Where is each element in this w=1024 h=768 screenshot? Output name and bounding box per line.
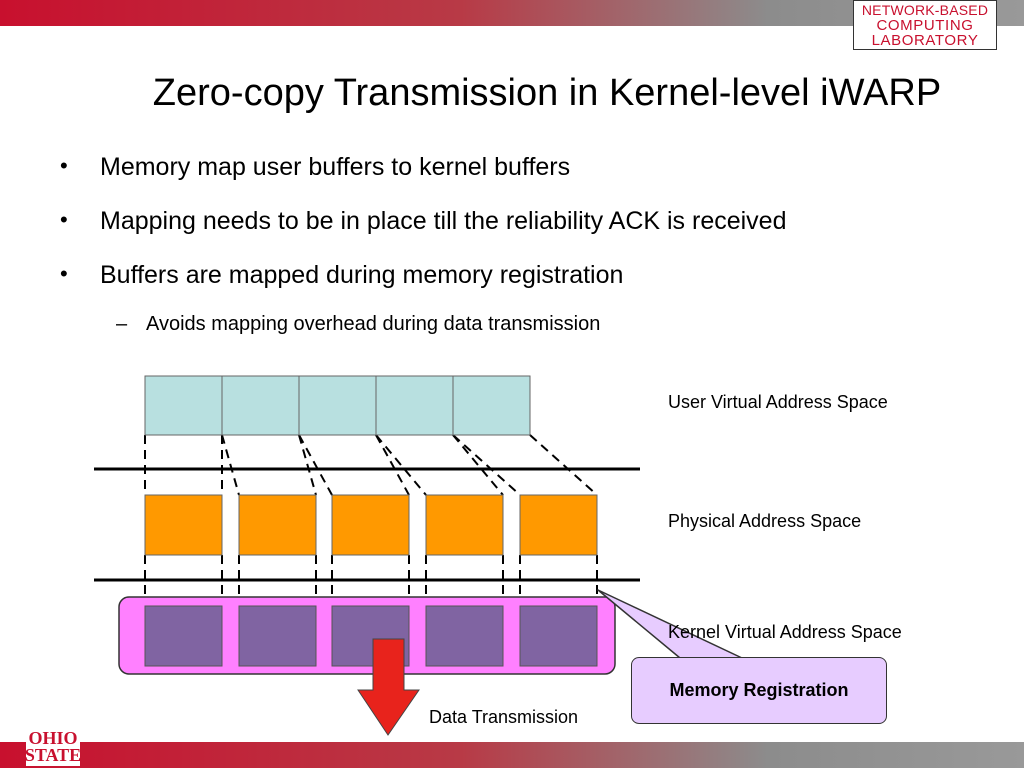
mapping-line bbox=[221, 434, 240, 496]
user-buffer bbox=[452, 375, 531, 436]
mapping-line bbox=[452, 434, 504, 496]
physical-buffer bbox=[425, 494, 504, 556]
bullet-text: Memory map user buffers to kernel buffer… bbox=[100, 153, 571, 181]
bottom-color-bar bbox=[0, 742, 1024, 768]
sub-bullet-text: Avoids mapping overhead during data tran… bbox=[146, 313, 601, 335]
mapping-line bbox=[375, 434, 410, 496]
mapping-line bbox=[452, 434, 521, 496]
user-buffer bbox=[221, 375, 300, 436]
user-buffers bbox=[144, 375, 531, 436]
physical-buffers bbox=[144, 494, 598, 556]
lab-logo-line-2: COMPUTING bbox=[876, 16, 974, 34]
data-transmission-arrow bbox=[357, 638, 420, 736]
physical-space-label: Physical Address Space bbox=[668, 511, 862, 531]
slide-title: Zero-copy Transmission in Kernel-level i… bbox=[152, 72, 942, 114]
bullet-marker: • bbox=[60, 207, 68, 232]
user-to-physical-mappings bbox=[144, 434, 598, 496]
bullet-text: Mapping needs to be in place till the re… bbox=[100, 207, 787, 235]
physical-to-kernel-mappings bbox=[144, 555, 598, 606]
physical-buffer bbox=[238, 494, 317, 556]
bullet-marker: • bbox=[60, 261, 68, 286]
user-space-label: User Virtual Address Space bbox=[668, 392, 888, 412]
university-logo-line-1: OHIO bbox=[28, 728, 78, 748]
kernel-buffers bbox=[144, 605, 598, 667]
user-buffer bbox=[375, 375, 454, 436]
lab-logo-line-1: NETWORK-BASED bbox=[861, 1, 989, 18]
mapping-line bbox=[298, 434, 317, 496]
physical-buffer bbox=[519, 494, 598, 556]
physical-buffer bbox=[331, 494, 410, 556]
mapping-line bbox=[529, 434, 598, 496]
sub-bullet-marker: – bbox=[116, 313, 128, 335]
bullet-marker: • bbox=[60, 153, 68, 178]
mapping-line bbox=[298, 434, 333, 496]
bullet-text: Buffers are mapped during memory registr… bbox=[100, 261, 624, 289]
university-logo: OHIO STATE bbox=[24, 728, 82, 766]
physical-buffer bbox=[144, 494, 223, 556]
memory-registration-callout: Memory Registration bbox=[631, 657, 887, 724]
kernel-buffer bbox=[238, 605, 317, 667]
kernel-buffer bbox=[519, 605, 598, 667]
data-transmission-label: Data Transmission bbox=[429, 707, 579, 727]
kernel-space-label: Kernel Virtual Address Space bbox=[668, 622, 902, 642]
university-logo-line-2: STATE bbox=[24, 745, 82, 765]
lab-logo-line-3: LABORATORY bbox=[871, 31, 979, 49]
kernel-buffer bbox=[144, 605, 223, 667]
user-buffer bbox=[298, 375, 377, 436]
kernel-buffer bbox=[425, 605, 504, 667]
user-buffer bbox=[144, 375, 223, 436]
mapping-line bbox=[375, 434, 427, 496]
lab-logo: NETWORK-BASED COMPUTING LABORATORY bbox=[853, 0, 997, 50]
